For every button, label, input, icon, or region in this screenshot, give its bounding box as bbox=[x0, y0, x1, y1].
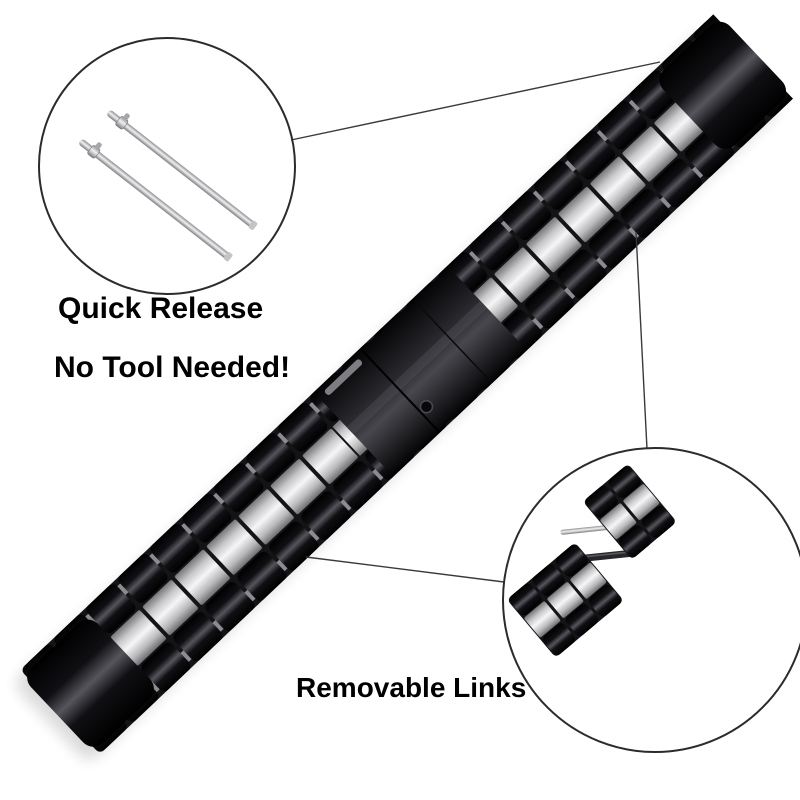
clasp-push-button bbox=[419, 399, 434, 414]
spring-bar-pin bbox=[79, 139, 233, 262]
quick-release-circle bbox=[38, 37, 296, 295]
leader-line-removable-left bbox=[305, 556, 505, 583]
clasp-seam bbox=[360, 349, 440, 432]
clasp-highlight bbox=[324, 359, 363, 395]
watch-band bbox=[18, 12, 795, 756]
removable-links-inset bbox=[502, 447, 800, 753]
removable-links-label: Removable Links bbox=[296, 672, 526, 703]
leader-line-removable-top bbox=[635, 231, 648, 450]
band-end-link-lower bbox=[27, 619, 154, 747]
removable-links-circle bbox=[502, 447, 800, 753]
spring-bar-pin bbox=[107, 110, 258, 230]
clasp bbox=[319, 271, 522, 471]
band-end-link-upper bbox=[659, 21, 786, 149]
no-tool-label: No Tool Needed! bbox=[54, 351, 290, 384]
link-pin bbox=[560, 524, 618, 535]
link-segment-upper bbox=[584, 465, 675, 558]
leader-line-quick-release bbox=[290, 61, 661, 141]
clasp-seam-2 bbox=[413, 299, 492, 383]
quick-release-label: Quick Release bbox=[58, 292, 263, 325]
clasp-sheen bbox=[346, 300, 488, 435]
link-segment-lower bbox=[508, 544, 622, 656]
clasp-silver-edge bbox=[332, 414, 374, 456]
clasp-body bbox=[319, 271, 522, 471]
quick-release-inset bbox=[38, 37, 296, 295]
